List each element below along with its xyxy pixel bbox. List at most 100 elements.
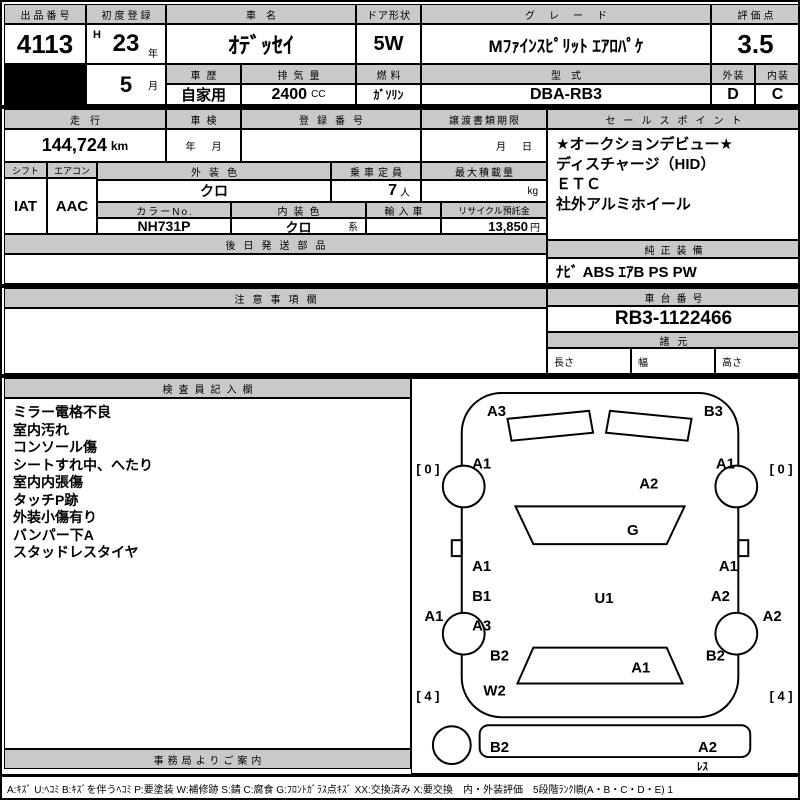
auction-no-label: 出品番号 (4, 4, 86, 24)
shift-label: シフト (4, 162, 47, 178)
recycle-deposit-label: リサイクル預託金 (441, 202, 547, 218)
damage-label-left-quarter: B2 (490, 648, 509, 665)
displacement-label: 排気量 (241, 64, 356, 84)
sales-point-item: ディスチャージ（HID） (556, 156, 716, 173)
first-registration-year: H 23 年 (86, 24, 166, 64)
fuel-label: 燃料 (356, 64, 421, 84)
mileage-value: 144,724 km (4, 129, 166, 162)
inspector-note-item: スタッドレスタイヤ (13, 544, 139, 560)
spec-height-cell: 高さ (715, 348, 798, 374)
recycle-unit: 円 (530, 222, 540, 234)
damage-label-hood: A2 (639, 475, 658, 492)
sales-point-label: セールスポイント (547, 109, 798, 129)
transfer-month-suffix: 月 (496, 142, 506, 153)
score-value: 3.5 (711, 24, 798, 64)
year-suffix: 年 (148, 49, 158, 60)
spec-length-cell: 長さ (547, 348, 631, 374)
displacement-number: 2400 (271, 85, 308, 103)
caution-notes-value (4, 308, 547, 374)
transfer-docs-value: 月 日 (421, 129, 547, 162)
front-right-wheel (714, 464, 759, 509)
door-shape-value: 5W (356, 24, 421, 64)
damage-label-left-side: A1 (424, 608, 443, 625)
first-registration-label: 初度登録 (86, 4, 166, 24)
capacity-number: 7 (388, 182, 397, 199)
damage-label-windshield: G (627, 522, 639, 539)
tire-depth-rear-right: [ 4 ] (770, 688, 793, 703)
transfer-day-suffix: 日 (522, 142, 532, 153)
damage-label-rear-bumper-right: A2 (698, 739, 717, 756)
displacement-value: 2400 CC (241, 84, 356, 105)
damage-label-left-rocker: W2 (483, 682, 505, 699)
rear-bumper-outline (478, 724, 752, 759)
first-registration-month: 5 月 (86, 64, 166, 105)
capacity-label: 乗車定員 (331, 162, 421, 180)
exterior-color-value: クロ (97, 180, 331, 202)
left-mirror (450, 539, 463, 558)
tire-depth-rear-left: [ 4 ] (416, 688, 439, 703)
genuine-equipment-label: 純正装備 (547, 240, 798, 258)
sales-point-item: ★オークションデビュー★ (556, 136, 733, 153)
capacity-unit: 人 (400, 187, 410, 199)
grade-value: Mﾌｧｲﾝｽﾋﾟﾘｯﾄ ｴｱﾛﾊﾟｹ (421, 24, 711, 64)
damage-label-front-right-bumper: B3 (704, 403, 723, 420)
fuel-value: ｶﾞｿﾘﾝ (356, 84, 421, 105)
caution-notes-label: 注意事項欄 (4, 288, 547, 308)
damage-label-right-quarter: B2 (706, 648, 725, 665)
genuine-equipment-value: ﾅﾋﾞ ABS ｴｱB PS PW (547, 258, 798, 284)
auction-no-value: 4113 (4, 24, 86, 64)
inspector-note-item: タッチP跡 (13, 491, 79, 508)
inspector-note-item: ミラー電格不良 (13, 404, 111, 420)
registration-no-label: 登録番号 (241, 109, 421, 129)
tire-depth-front-right: [ 0 ] (770, 462, 793, 477)
month-suffix: 月 (148, 81, 158, 92)
model-code-label: 型式 (421, 64, 711, 84)
front-grille-left (506, 409, 595, 442)
mileage-label: 走行 (4, 109, 166, 129)
exterior-color-label: 外装色 (97, 162, 331, 180)
filler-black-box (4, 64, 86, 105)
inspection-month-suffix: 月 (211, 142, 222, 153)
car-history-value: 自家用 (166, 84, 241, 105)
office-info-label: 事務局よりご案内 (4, 749, 411, 769)
specs-label: 諸元 (547, 332, 798, 348)
spare-wheel-outline (431, 725, 472, 766)
damage-label-front-right-door: A1 (719, 558, 738, 575)
rear-right-wheel (714, 611, 759, 656)
front-grille-right (604, 409, 693, 442)
interior-color-label: 内装色 (231, 202, 366, 218)
inspection-value: 年 月 (166, 129, 241, 162)
tire-depth-front-left: [ 0 ] (416, 462, 439, 477)
right-mirror (737, 539, 750, 558)
section-divider (2, 105, 798, 109)
spec-width-cell: 幅 (631, 348, 715, 374)
inspector-notes-label: 検査員記入欄 (4, 378, 411, 398)
damage-label-front-left-fender: A1 (472, 456, 491, 473)
section-divider (2, 774, 798, 777)
mileage-unit: km (110, 138, 129, 153)
first-reg-year-value: 23 (112, 30, 140, 57)
aircon-label: エアコン (47, 162, 97, 178)
rear-left-wheel (441, 611, 486, 656)
chassis-no-label: 車台番号 (547, 288, 798, 306)
car-history-label: 車歴 (166, 64, 241, 84)
rear-window-outline (515, 646, 685, 685)
damage-label-rear-right-door: A2 (711, 588, 730, 605)
damage-label-front-left-door: A1 (472, 558, 491, 575)
spec-width-label: 幅 (638, 357, 648, 369)
mileage-number: 144,724 (41, 135, 107, 155)
damage-label-rear-left-door: B1 (472, 588, 491, 605)
exterior-grade-label: 外装 (711, 64, 755, 84)
interior-color-value: クロ 系 (231, 218, 366, 234)
grade-label: グレード (421, 4, 711, 24)
spare-tire-label: ﾚｽ (697, 761, 708, 773)
spec-height-label: 高さ (722, 357, 742, 369)
spec-length-label: 長さ (554, 357, 574, 369)
import-car-value (366, 218, 441, 234)
first-reg-month-value: 5 (119, 71, 133, 97)
recycle-amount: 13,850 (488, 218, 528, 234)
inspector-note-item: バンパー下A (13, 526, 94, 543)
car-top-view: A3 B3 [ 0 ] [ 0 ] A1 A1 A2 G A1 A1 B1 U1… (416, 391, 793, 773)
door-shape-label: ドア形状 (356, 4, 421, 24)
